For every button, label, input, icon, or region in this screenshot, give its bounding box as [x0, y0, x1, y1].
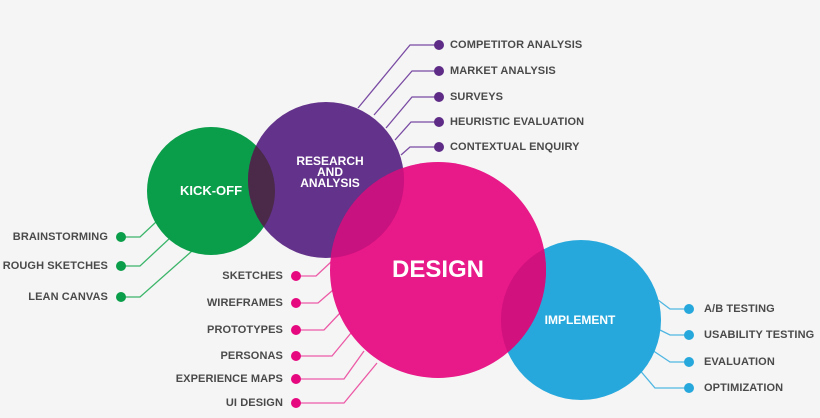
kickoff-item-lean-canvas: LEAN CANVAS — [28, 291, 108, 303]
research-title-line1: RESEARCH — [296, 154, 364, 168]
design-item-personas: PERSONAS — [220, 350, 283, 362]
kickoff-item-brainstorming: BRAINSTORMING — [12, 231, 108, 243]
implement-item-evaluation: EVALUATION — [704, 356, 775, 368]
implement-item-optimization: OPTIMIZATION — [704, 382, 784, 394]
implement-dots — [684, 304, 694, 393]
research-item-contextual-enquiry: CONTEXTUAL ENQUIRY — [450, 141, 580, 153]
research-item-market-analysis: MARKET ANALYSIS — [450, 65, 556, 77]
research-title-line2: AND — [317, 165, 343, 179]
research-item-competitor-analysis: COMPETITOR ANALYSIS — [450, 39, 583, 51]
design-title: DESIGN — [391, 256, 484, 283]
research-title: RESEARCH AND ANALYSIS — [266, 154, 394, 190]
implement-connectors — [637, 299, 689, 389]
kickoff-connectors — [121, 221, 193, 298]
design-item-experience-maps: EXPERIENCE MAPS — [175, 373, 283, 385]
research-item-surveys: SURVEYS — [450, 91, 504, 103]
design-item-prototypes: PROTOTYPES — [207, 324, 283, 336]
implement-item-ab-testing: A/B TESTING — [704, 303, 775, 315]
design-item-ui-design: UI DESIGN — [225, 397, 283, 409]
research-dots — [434, 40, 444, 152]
research-connectors — [357, 44, 439, 156]
design-connectors — [296, 261, 378, 404]
implement-item-usability-testing: USABILITY TESTING — [704, 329, 815, 341]
design-dots — [291, 271, 301, 408]
kickoff-dots — [116, 232, 126, 302]
kickoff-title: KICK-OFF — [179, 183, 243, 198]
kickoff-circle — [147, 127, 275, 255]
kickoff-item-rough-sketches: ROUGH SKETCHES — [2, 260, 108, 272]
implement-title: IMPLEMENT — [544, 313, 616, 327]
design-item-wireframes: WIREFRAMES — [206, 297, 283, 309]
research-item-heuristic-evaluation: HEURISTIC EVALUATION — [450, 116, 585, 128]
research-title-line3: ANALYSIS — [300, 176, 360, 190]
research-design-overlap — [330, 162, 404, 258]
design-item-sketches: SKETCHES — [222, 270, 283, 282]
